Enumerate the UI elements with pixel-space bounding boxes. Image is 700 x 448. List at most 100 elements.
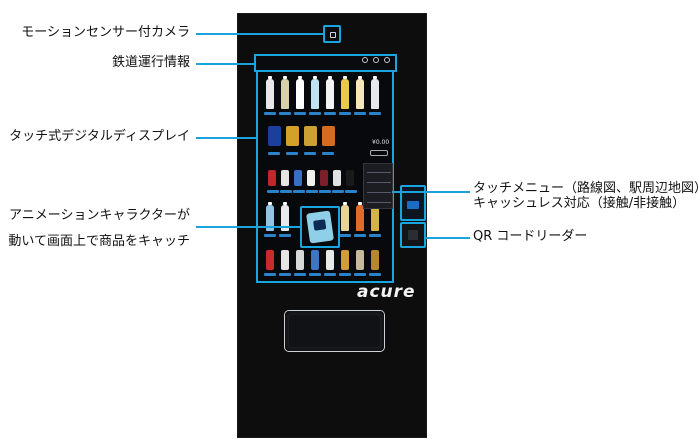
can-icon: [268, 170, 276, 186]
label-touch-display: タッチ式デジタルディスプレイ: [9, 129, 190, 144]
bottle-cap-icon: [358, 76, 362, 79]
can-icon: [294, 170, 302, 186]
status-icon: [384, 57, 390, 63]
can-icon: [346, 170, 354, 186]
menu-row[interactable]: [367, 182, 391, 183]
menu-row[interactable]: [367, 202, 391, 203]
can-icon: [356, 250, 364, 270]
bottle-cap-icon: [298, 76, 302, 79]
bottle-cap-icon: [313, 76, 317, 79]
payment-screen-icon: [407, 201, 419, 209]
camera-icon: [330, 32, 336, 38]
bottle-icon: [356, 79, 364, 109]
menu-row[interactable]: [367, 172, 391, 173]
can-icon: [296, 250, 304, 270]
outlet-window: [289, 315, 380, 347]
bottle-cap-icon: [268, 202, 272, 205]
mascot-character-icon: [306, 210, 334, 244]
price-tag: [369, 112, 381, 115]
bottle-icon: [371, 79, 379, 109]
touch-menu-panel[interactable]: [363, 163, 393, 209]
bottle-icon: [281, 79, 289, 109]
bottle-cap-icon: [283, 202, 287, 205]
cart-button[interactable]: [370, 150, 388, 156]
price-tag: [309, 273, 321, 276]
price-tag: [322, 152, 334, 155]
bottle-icon: [266, 205, 274, 231]
price-tag: [264, 234, 276, 237]
label-rail-info: 鉄道運行情報: [111, 55, 190, 70]
can-icon: [307, 170, 315, 186]
brand-logo: acure: [357, 282, 416, 302]
price-tag: [293, 190, 305, 193]
price-tag: [279, 234, 291, 237]
bottle-icon: [266, 79, 274, 109]
can-icon: [281, 250, 289, 270]
label-animation-line1: アニメーションキャラクターが: [9, 208, 190, 223]
price-tag: [354, 112, 366, 115]
price-tag: [324, 112, 336, 115]
price-tag: [339, 273, 351, 276]
label-touch-menu-line1: タッチメニュー（路線図、駅周辺地図）: [473, 181, 700, 196]
label-qr-reader: QR コードリーダー: [473, 229, 588, 244]
snack-bag-icon: [304, 126, 317, 146]
can-icon: [371, 250, 379, 270]
price-tag: [264, 273, 276, 276]
connector-qr: [426, 237, 470, 239]
price-tag: [306, 190, 318, 193]
bottle-icon: [326, 79, 334, 109]
bottle-icon: [356, 205, 364, 231]
connector-display: [196, 137, 256, 139]
price-tag: [324, 273, 336, 276]
menu-row[interactable]: [367, 192, 391, 193]
snack-bag-icon: [286, 126, 299, 146]
status-icon: [373, 57, 379, 63]
status-icon: [362, 57, 368, 63]
price-tag: [280, 190, 292, 193]
bottle-cap-icon: [358, 202, 362, 205]
bottle-cap-icon: [373, 76, 377, 79]
mascot-face: [313, 219, 327, 231]
label-touch-menu-line2: キャッシュレス対応（接触/非接触）: [473, 196, 686, 211]
price-tag: [309, 112, 321, 115]
price-tag: [369, 273, 381, 276]
bottle-cap-icon: [343, 202, 347, 205]
price-tag: [319, 190, 331, 193]
price-tag: [332, 190, 344, 193]
qr-scanner-icon: [408, 230, 418, 240]
can-icon: [281, 170, 289, 186]
connector-rail: [196, 63, 254, 65]
price-tag: [354, 273, 366, 276]
price-tag: [286, 152, 298, 155]
bottle-icon: [341, 205, 349, 231]
animation-character-highlight: [300, 206, 340, 248]
bottle-cap-icon: [283, 76, 287, 79]
can-icon: [266, 250, 274, 270]
can-icon: [341, 250, 349, 270]
price-tag: [268, 152, 280, 155]
can-icon: [326, 250, 334, 270]
price-tag: [339, 112, 351, 115]
motion-camera-highlight: [323, 25, 341, 43]
price-tag: [264, 112, 276, 115]
product-outlet[interactable]: [285, 311, 384, 351]
price-tag: [304, 152, 316, 155]
snack-bag-icon: [322, 126, 335, 146]
price-tag: [339, 234, 351, 237]
qr-reader[interactable]: [400, 222, 426, 248]
bottle-icon: [296, 79, 304, 109]
price-tag: [279, 112, 291, 115]
bottle-cap-icon: [343, 76, 347, 79]
cart-total: ¥0.00: [372, 139, 390, 146]
connector-touch-menu: [392, 191, 470, 193]
bottle-icon: [281, 205, 289, 231]
snack-bag-icon: [268, 126, 281, 146]
price-tag: [267, 190, 279, 193]
bottle-cap-icon: [268, 76, 272, 79]
price-tag: [294, 112, 306, 115]
label-animation-line2: 動いて画面上で商品をキャッチ: [8, 234, 190, 249]
status-icons: [360, 56, 394, 68]
price-tag: [369, 234, 381, 237]
price-tag: [294, 273, 306, 276]
can-icon: [320, 170, 328, 186]
